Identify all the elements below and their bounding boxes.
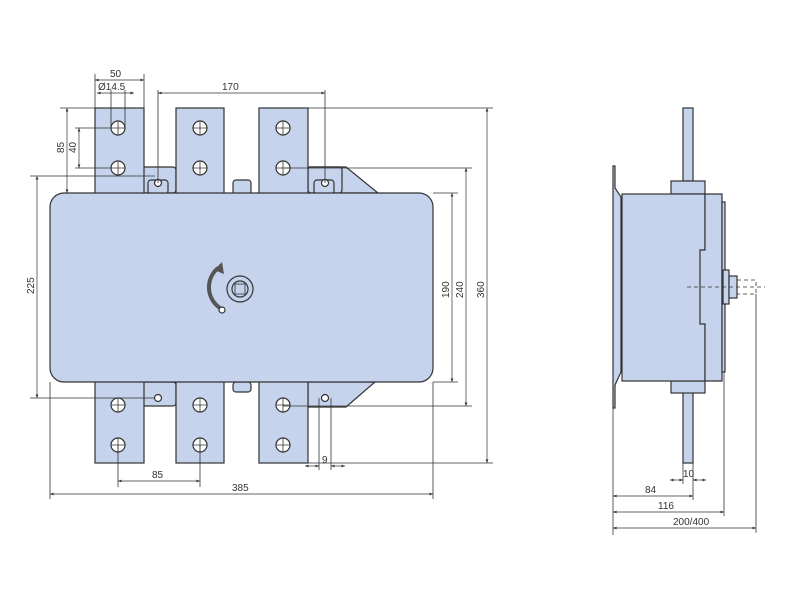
dim-pole-pitch-top: 170 bbox=[222, 82, 239, 93]
dim-bar-width: 50 bbox=[110, 69, 122, 80]
mounting-slot bbox=[153, 393, 163, 403]
dim-overall-height: 360 bbox=[476, 281, 487, 298]
side-dimensions bbox=[612, 294, 757, 535]
front-view: 50 Ø14.5 170 85 40 225 190 240 360 85 9 … bbox=[26, 69, 493, 499]
hole-crosshair bbox=[111, 398, 125, 412]
hole-crosshair bbox=[111, 121, 125, 135]
bottom-terminal-bars bbox=[94, 380, 309, 464]
hole-crosshair bbox=[276, 121, 290, 135]
handle-extension bbox=[737, 279, 757, 295]
hole-crosshair bbox=[193, 121, 207, 135]
mounting-plate bbox=[612, 165, 622, 409]
side-view: 10 84 116 200/400 bbox=[612, 107, 765, 535]
dim-bar-thickness: 10 bbox=[683, 469, 695, 480]
hole-crosshair bbox=[193, 398, 207, 412]
hole-crosshair bbox=[193, 161, 207, 175]
front-dimensions bbox=[30, 74, 493, 499]
hole-crosshair bbox=[111, 161, 125, 175]
terminal-bar-bottom bbox=[682, 391, 694, 464]
dim-body-height-outer: 225 bbox=[26, 277, 37, 294]
dim-body-height: 190 bbox=[441, 281, 452, 298]
dim-bar-offset: 84 bbox=[645, 485, 657, 496]
handle-shaft bbox=[206, 262, 254, 314]
dim-hole-diameter: Ø14.5 bbox=[98, 82, 126, 93]
dim-overall-width: 385 bbox=[232, 483, 249, 494]
dim-body-depth: 116 bbox=[658, 501, 674, 512]
mounting-slot bbox=[320, 393, 330, 403]
dim-hole-spacing: 40 bbox=[68, 141, 79, 153]
terminal-bar-top bbox=[682, 107, 694, 182]
dim-pole-pitch-bottom: 85 bbox=[152, 470, 164, 481]
dim-handle-depth: 200/400 bbox=[673, 517, 710, 528]
side-body bbox=[621, 193, 706, 382]
hole-crosshair bbox=[276, 398, 290, 412]
dim-slot-width: 9 bbox=[322, 455, 328, 466]
dim-bar-length: 85 bbox=[56, 141, 67, 153]
hole-crosshair bbox=[276, 438, 290, 452]
top-tabs bbox=[141, 166, 343, 195]
dim-mount-height: 240 bbox=[455, 281, 466, 298]
